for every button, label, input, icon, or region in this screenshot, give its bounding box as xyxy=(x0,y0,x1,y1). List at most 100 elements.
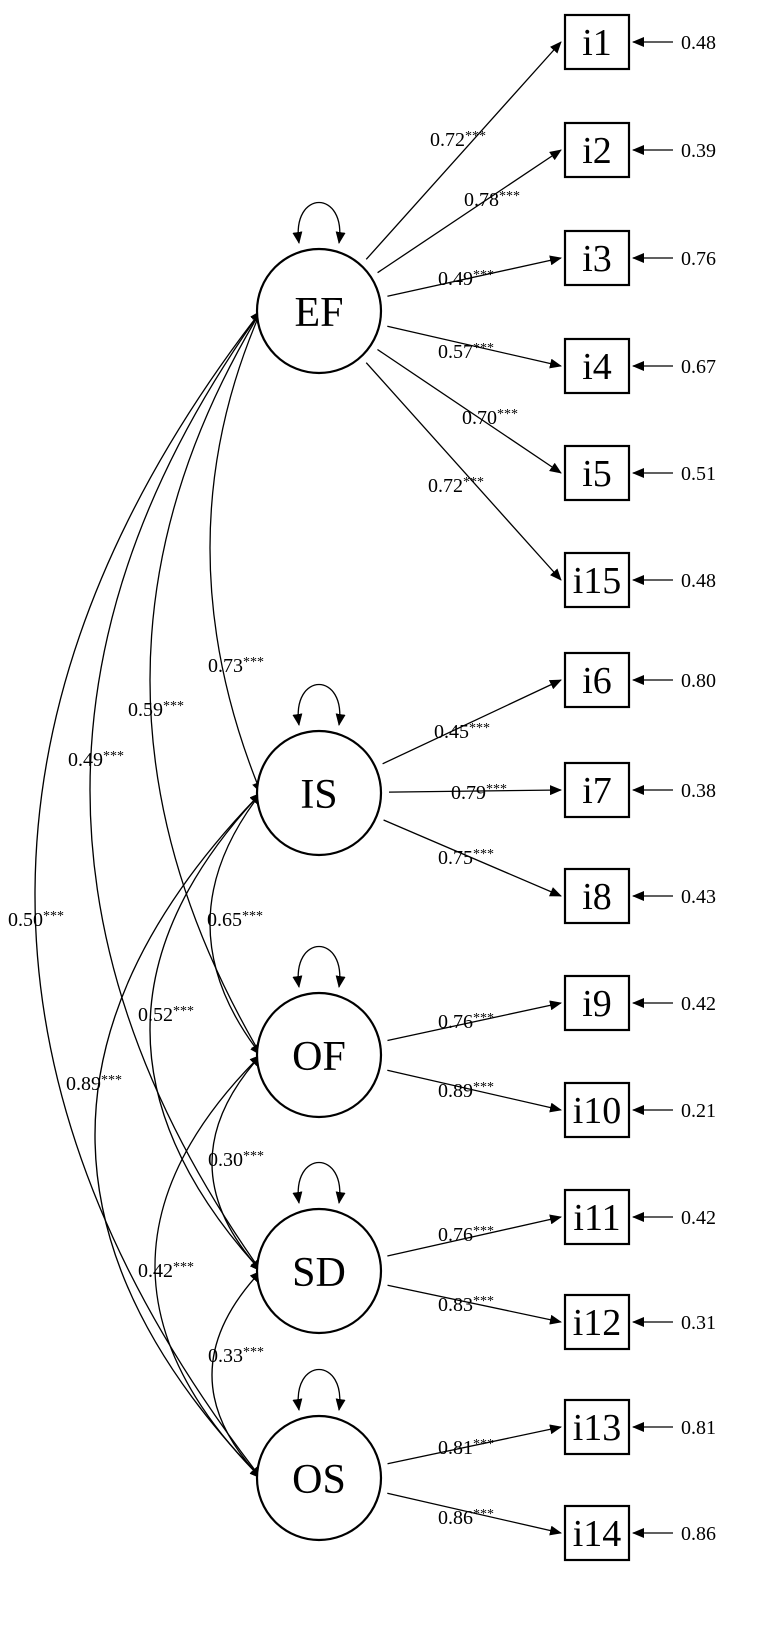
indicator-box-i14 xyxy=(563,1504,631,1562)
factor-label-is: IS xyxy=(300,772,337,818)
loading-label-i8: 0.75*** xyxy=(438,847,494,869)
covariance-label-is-os: 0.89*** xyxy=(66,1073,122,1095)
loading-label-i3: 0.49*** xyxy=(438,268,494,290)
error-variance-i2: 0.39 xyxy=(681,140,716,162)
loading-path-i11 xyxy=(387,1214,562,1257)
factor-circle-is xyxy=(255,729,383,857)
loading-path-i5 xyxy=(377,348,562,474)
covariance-label-ef-os: 0.50*** xyxy=(8,909,64,931)
indicator-box-i6 xyxy=(563,651,631,709)
error-variance-i12: 0.31 xyxy=(681,1312,716,1334)
indicator-label-i5: i5 xyxy=(582,453,612,495)
factor-circle-sd xyxy=(255,1207,383,1335)
indicator-box-i11 xyxy=(563,1188,631,1246)
covariance-path-is-sd xyxy=(149,792,262,1272)
covariance-label-of-os: 0.42*** xyxy=(138,1260,194,1282)
error-variance-i6: 0.80 xyxy=(681,670,716,692)
indicator-label-i11: i11 xyxy=(573,1197,620,1239)
indicator-box-i12 xyxy=(563,1293,631,1351)
error-variance-i9: 0.42 xyxy=(681,993,716,1015)
indicator-box-i2 xyxy=(563,121,631,179)
covariance-path-of-os xyxy=(154,1054,262,1479)
factor-circle-of xyxy=(255,991,383,1119)
indicator-box-i8 xyxy=(563,867,631,925)
covariance-label-is-of: 0.65*** xyxy=(207,909,263,931)
loading-path-i2 xyxy=(377,149,562,274)
indicator-label-i3: i3 xyxy=(582,238,612,280)
indicator-box-i5 xyxy=(563,444,631,502)
covariance-path-is-of xyxy=(209,792,262,1056)
indicator-label-i8: i8 xyxy=(582,876,612,918)
loading-path-i1 xyxy=(365,41,562,260)
error-variance-i1: 0.48 xyxy=(681,32,716,54)
loading-path-i6 xyxy=(382,679,562,765)
indicator-box-i13 xyxy=(563,1398,631,1456)
variance-loop-sd xyxy=(292,1162,346,1204)
error-variance-i5: 0.51 xyxy=(681,463,716,485)
indicator-box-i9 xyxy=(563,974,631,1032)
indicator-box-i3 xyxy=(563,229,631,287)
error-variance-i4: 0.67 xyxy=(681,356,716,378)
covariance-path-ef-os xyxy=(34,310,262,1479)
covariance-label-is-sd: 0.52*** xyxy=(138,1004,194,1026)
indicator-label-i9: i9 xyxy=(582,983,612,1025)
error-variance-i11: 0.42 xyxy=(681,1207,716,1229)
error-variance-i8: 0.43 xyxy=(681,886,716,908)
indicator-label-i2: i2 xyxy=(582,130,612,172)
factor-label-ef: EF xyxy=(294,290,343,336)
loading-label-i14: 0.86*** xyxy=(438,1507,494,1529)
loading-path-i3 xyxy=(387,255,562,297)
covariance-path-ef-is xyxy=(209,310,262,794)
loading-label-i7: 0.79*** xyxy=(451,782,507,804)
covariance-label-sd-os: 0.33*** xyxy=(208,1345,264,1367)
indicator-label-i4: i4 xyxy=(582,346,612,388)
factor-label-os: OS xyxy=(292,1457,346,1503)
error-variance-i15: 0.48 xyxy=(681,570,716,592)
indicator-label-i10: i10 xyxy=(573,1090,622,1132)
factor-circle-os xyxy=(255,1414,383,1542)
loading-path-i14 xyxy=(387,1492,562,1536)
covariance-paths xyxy=(34,202,346,1479)
error-variance-arrows xyxy=(632,37,673,1538)
covariance-path-sd-os xyxy=(211,1270,262,1479)
loading-path-i8 xyxy=(383,819,562,897)
error-variance-i13: 0.81 xyxy=(681,1417,716,1439)
indicator-box-i1 xyxy=(563,13,631,71)
error-variance-i3: 0.76 xyxy=(681,248,716,270)
variance-loop-of xyxy=(292,946,346,988)
loading-label-i10: 0.89*** xyxy=(438,1080,494,1102)
indicator-label-i6: i6 xyxy=(582,660,612,702)
loading-label-i12: 0.83*** xyxy=(438,1294,494,1316)
covariance-path-of-sd xyxy=(211,1054,262,1272)
loading-label-i4: 0.57*** xyxy=(438,341,494,363)
loading-path-i13 xyxy=(387,1424,562,1465)
indicator-label-i12: i12 xyxy=(573,1302,622,1344)
variance-loop-ef xyxy=(292,202,346,244)
loading-path-i7 xyxy=(388,785,562,796)
indicator-label-i1: i1 xyxy=(582,22,612,64)
covariance-path-is-os xyxy=(94,792,262,1479)
diagram-nodes: i1i2i3i4i5i15i6i7i8i9i10i11i12i13i14EFIS… xyxy=(255,13,631,1562)
indicator-box-i4 xyxy=(563,337,631,395)
loading-path-i12 xyxy=(387,1284,562,1325)
loading-paths xyxy=(365,41,562,1536)
indicator-box-i7 xyxy=(563,761,631,819)
factor-circle-ef xyxy=(255,247,383,375)
covariance-path-ef-of xyxy=(149,310,262,1056)
indicator-label-i15: i15 xyxy=(573,560,622,602)
error-variance-i14: 0.86 xyxy=(681,1523,716,1545)
loading-label-i13: 0.81*** xyxy=(438,1437,494,1459)
covariance-label-ef-is: 0.73*** xyxy=(208,655,264,677)
loading-path-i4 xyxy=(387,325,562,369)
loading-label-i9: 0.76*** xyxy=(438,1011,494,1033)
variance-loop-os xyxy=(292,1369,346,1411)
indicator-box-i15 xyxy=(563,551,631,609)
covariance-label-of-sd: 0.30*** xyxy=(208,1149,264,1171)
indicator-label-i7: i7 xyxy=(582,770,612,812)
loading-path-i15 xyxy=(365,362,562,581)
error-variance-i10: 0.21 xyxy=(681,1100,716,1122)
error-variance-i7: 0.38 xyxy=(681,780,716,802)
loading-label-i11: 0.76*** xyxy=(438,1224,494,1246)
loading-label-i2: 0.78*** xyxy=(464,189,520,211)
